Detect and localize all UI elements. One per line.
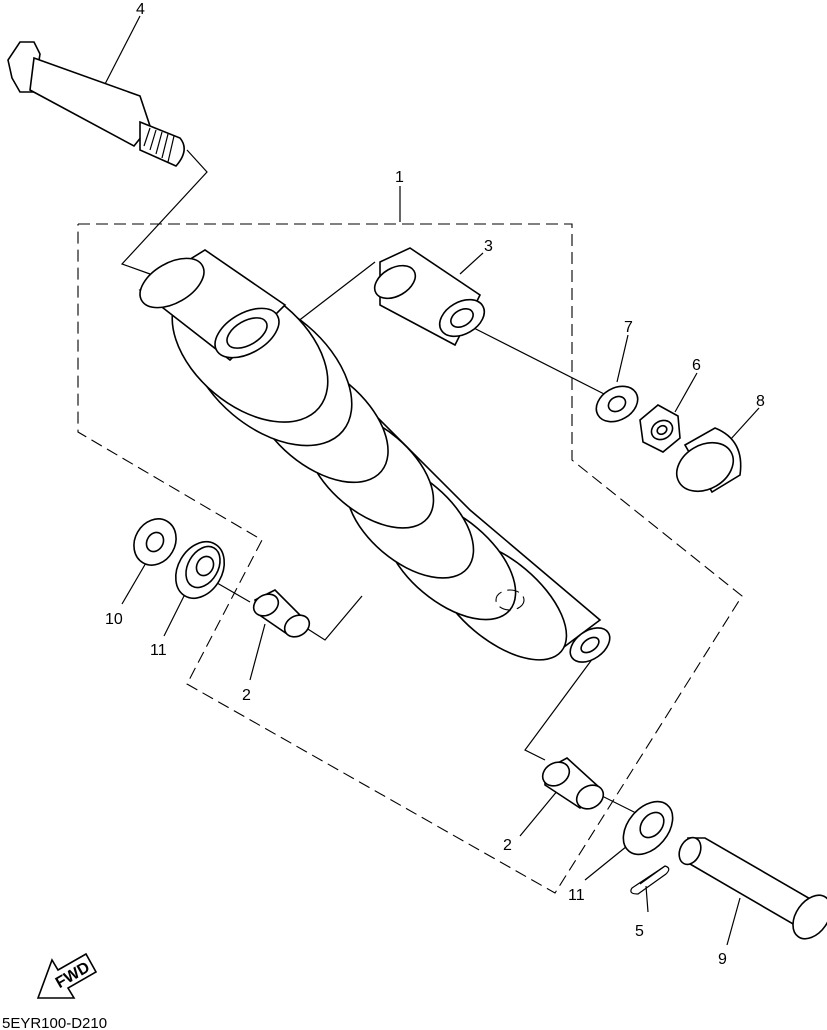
washer-9	[133, 518, 177, 566]
callout-10: 5	[635, 923, 644, 940]
nut-5	[639, 404, 681, 453]
callout-11-lower: 11	[568, 887, 585, 904]
callout-2-lower: 2	[503, 837, 512, 854]
collar-lower	[541, 757, 605, 810]
callout-1: 1	[395, 169, 404, 186]
collar-upper	[252, 589, 311, 638]
callout-9: 10	[105, 611, 123, 628]
lower-pin	[678, 836, 827, 940]
assembly-boundary	[77, 223, 743, 894]
callout-4: 4	[136, 1, 145, 18]
oil-seal-lower	[622, 800, 674, 856]
cap-7	[675, 427, 742, 494]
callout-2-upper: 2	[242, 687, 251, 704]
upper-bolt	[7, 41, 185, 167]
fwd-arrow-icon: FWD	[36, 952, 98, 999]
callout-7: 8	[756, 393, 765, 410]
washer-6	[595, 385, 639, 423]
callout-8: 9	[718, 951, 727, 968]
upper-bushing	[373, 247, 486, 347]
callout-6: 7	[624, 319, 633, 336]
shock-absorber	[138, 249, 611, 663]
callout-11-upper: 11	[150, 642, 167, 659]
callout-3: 3	[484, 238, 493, 255]
cotter-pin	[630, 865, 670, 895]
callout-5: 6	[692, 357, 701, 374]
oil-seal-upper	[174, 540, 226, 600]
drawing-code: 5EYR100-D210	[2, 1015, 107, 1030]
